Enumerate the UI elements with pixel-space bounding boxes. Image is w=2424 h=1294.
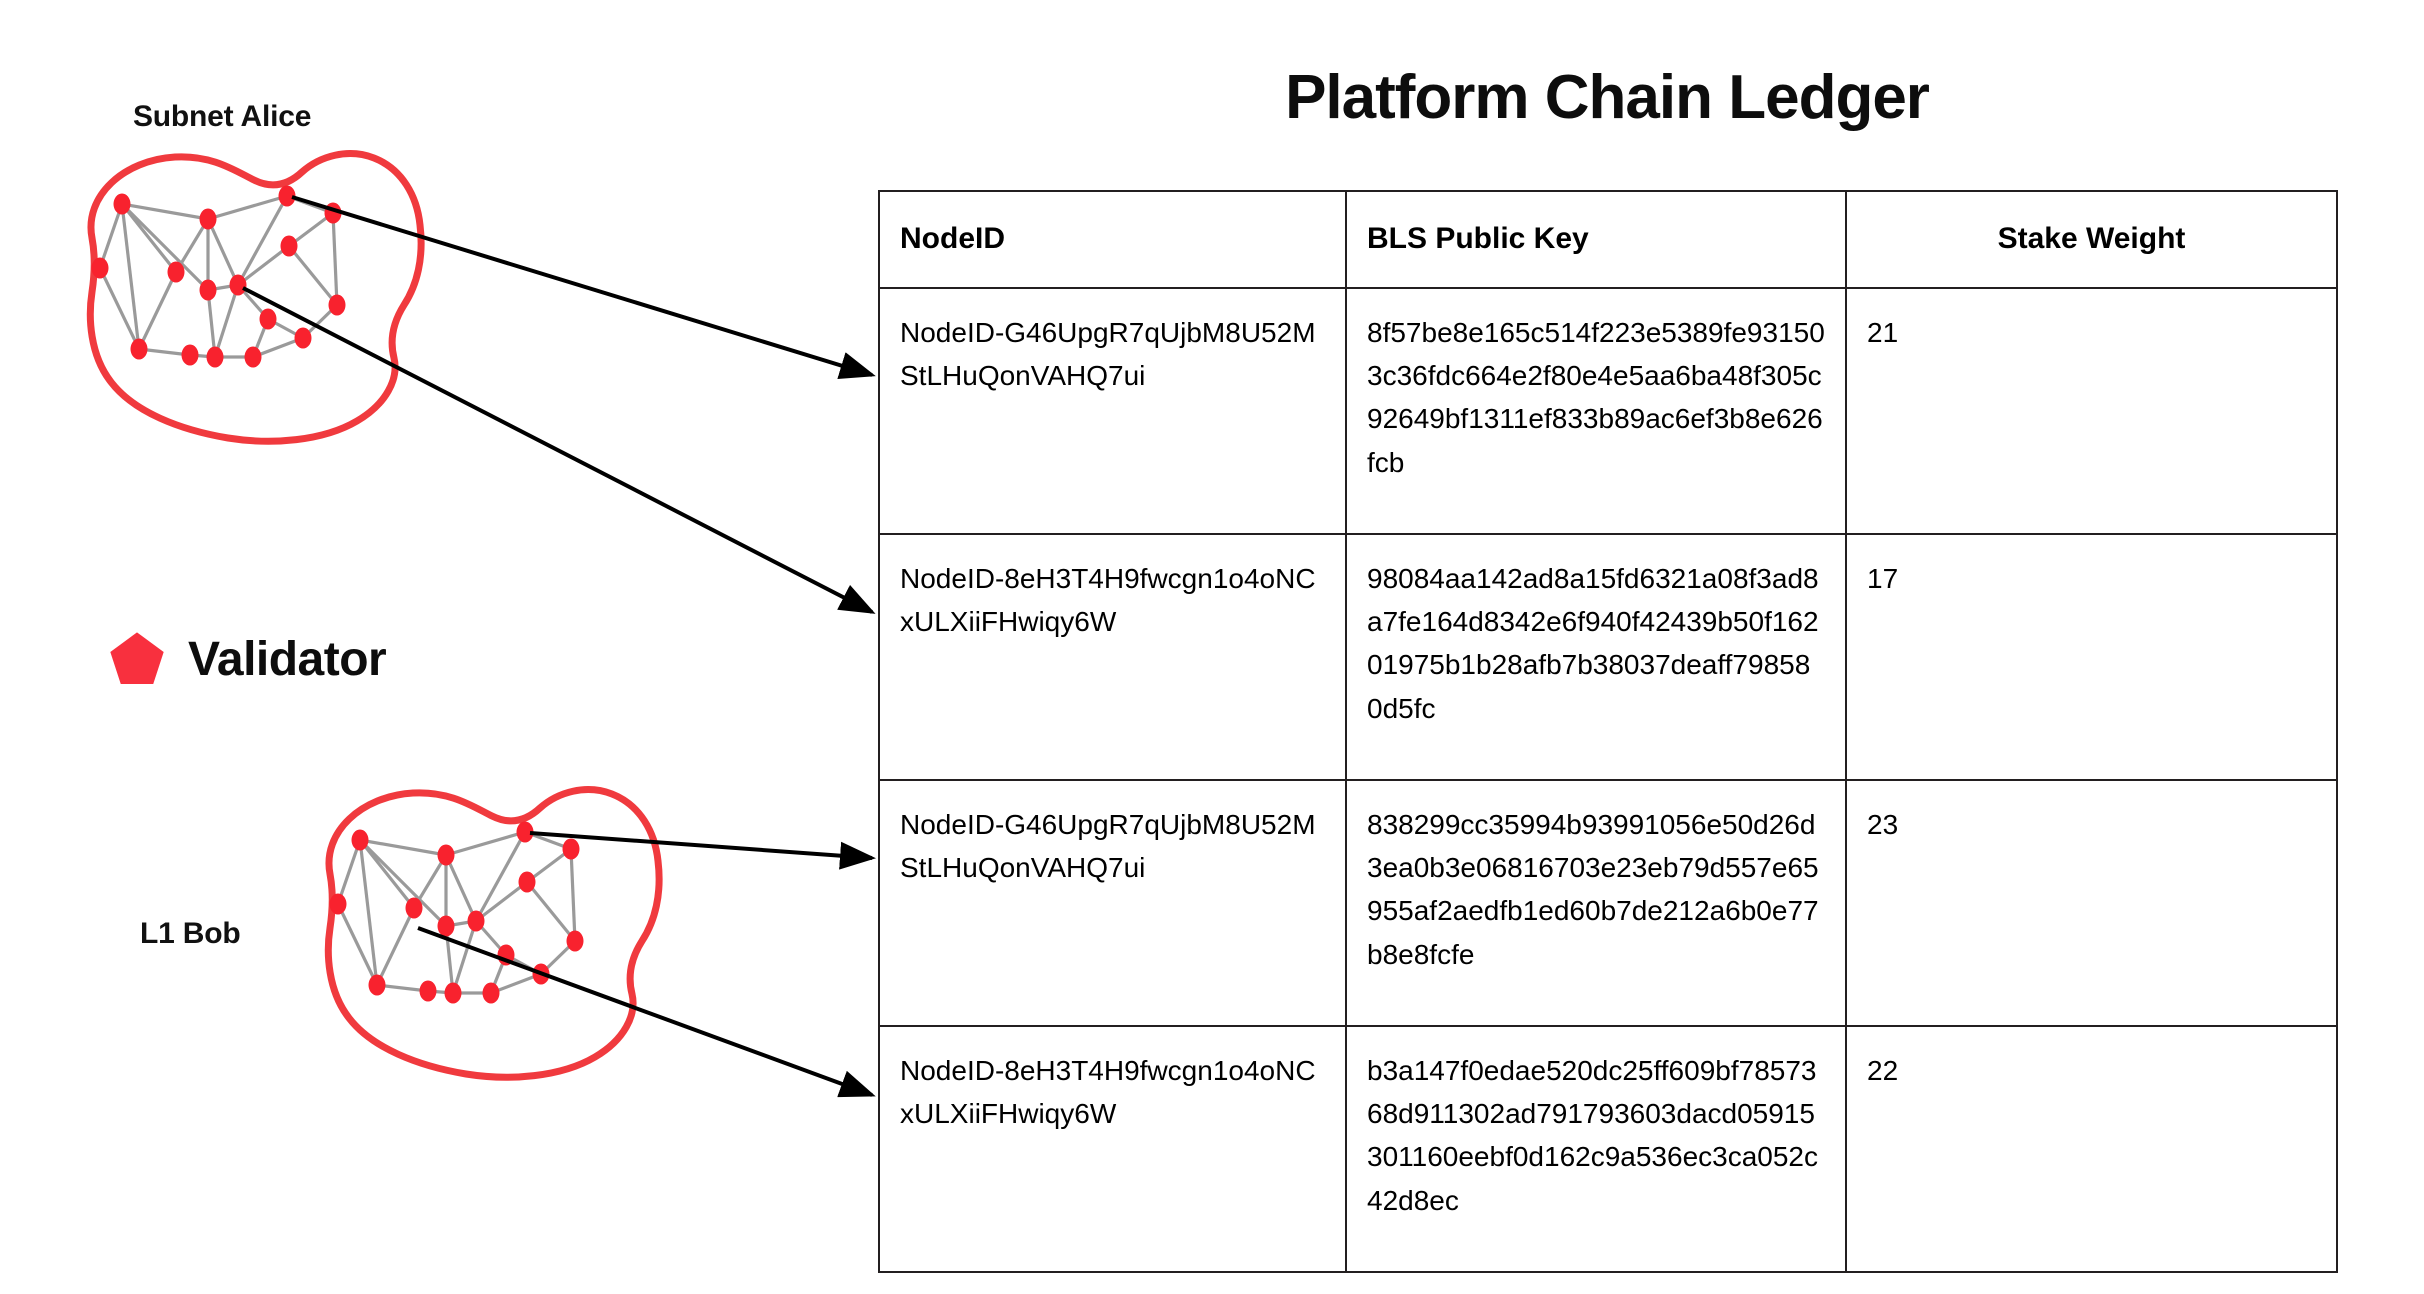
subnet-alice-validator-nodes (91, 185, 346, 368)
platform-chain-ledger-table: NodeID BLS Public Key Stake Weight NodeI… (878, 190, 2338, 1273)
legend-label: Validator (188, 632, 387, 686)
validator-node (167, 261, 185, 283)
cell-bls-public-key: 8f57be8e165c514f223e5389fe931503c36fdc66… (1345, 286, 1847, 535)
validator-node (199, 279, 217, 301)
cell-nodeid: NodeID-8eH3T4H9fwcgn1o4oNCxULXiiFHwiqy6W (878, 532, 1347, 781)
validator-node (437, 844, 455, 866)
validator-node (328, 294, 346, 316)
validator-node (351, 829, 369, 851)
arrow-alice-to-row2 (242, 286, 876, 614)
network-diagram-panel: Subnet Alice L1 Bob Validator (0, 0, 880, 1294)
cluster-label-l1-bob: L1 Bob (140, 917, 241, 950)
cell-bls-public-key: 838299cc35994b93991056e50d26d3ea0b3e0681… (1345, 778, 1847, 1027)
validator-node (113, 193, 131, 215)
cell-nodeid: NodeID-G46UpgR7qUjbM8U52MStLHuQonVAHQ7ui (878, 778, 1347, 1027)
validator-node (329, 893, 347, 915)
arrow-bob-to-row3 (529, 831, 876, 870)
validator-node (181, 344, 199, 366)
validator-node (562, 838, 580, 860)
page-title: Platform Chain Ledger (1285, 63, 1930, 132)
cell-stake-weight: 21 (1845, 286, 2338, 535)
validator-node (294, 327, 312, 349)
validator-node (368, 974, 386, 996)
table-header-row: NodeID BLS Public Key Stake Weight (878, 190, 2338, 289)
cell-nodeid: NodeID-8eH3T4H9fwcgn1o4oNCxULXiiFHwiqy6W (878, 1024, 1347, 1273)
cell-stake-weight: 17 (1845, 532, 2338, 781)
validator-node (482, 982, 500, 1004)
validator-node (229, 274, 247, 296)
validator-node (199, 208, 217, 230)
table-row: NodeID-G46UpgR7qUjbM8U52MStLHuQonVAHQ7ui… (878, 778, 2338, 1027)
validator-node (518, 871, 536, 893)
column-header-nodeid: NodeID (878, 190, 1347, 289)
l1-bob-edges (336, 830, 577, 995)
table-row: NodeID-8eH3T4H9fwcgn1o4oNCxULXiiFHwiqy6W… (878, 1024, 2338, 1273)
cluster-subnet-alice (86, 150, 425, 445)
arrow-alice-to-row1 (291, 195, 876, 379)
validator-node (91, 257, 109, 279)
cluster-label-subnet-alice: Subnet Alice (133, 100, 312, 133)
validator-node (278, 185, 296, 207)
subnet-alice-boundary (86, 150, 425, 445)
pentagon-icon (110, 632, 164, 684)
column-header-bls-public-key: BLS Public Key (1345, 190, 1847, 289)
network-graph-svg (86, 150, 876, 1098)
validator-node (259, 308, 277, 330)
arrow-bob-to-row4 (417, 926, 876, 1098)
column-header-stake-weight: Stake Weight (1845, 190, 2338, 289)
validator-node (419, 980, 437, 1002)
l1-bob-boundary (324, 786, 663, 1081)
legend: Validator (108, 630, 387, 688)
cell-stake-weight: 23 (1845, 778, 2338, 1027)
cell-nodeid: NodeID-G46UpgR7qUjbM8U52MStLHuQonVAHQ7ui (878, 286, 1347, 535)
validator-node (467, 910, 485, 932)
cell-stake-weight: 22 (1845, 1024, 2338, 1273)
validator-node (566, 930, 584, 952)
validator-node (280, 235, 298, 257)
validator-node (437, 915, 455, 937)
validator-node (405, 897, 423, 919)
table-row: NodeID-G46UpgR7qUjbM8U52MStLHuQonVAHQ7ui… (878, 286, 2338, 535)
cell-bls-public-key: 98084aa142ad8a15fd6321a08f3ad8a7fe164d83… (1345, 532, 1847, 781)
cell-bls-public-key: b3a147f0edae520dc25ff609bf7857368d911302… (1345, 1024, 1847, 1273)
cluster-l1-bob (324, 786, 663, 1081)
validator-node (206, 346, 224, 368)
validator-node (516, 821, 534, 843)
l1-bob-validator-nodes (329, 821, 584, 1004)
validator-node (130, 338, 148, 360)
validator-node (244, 346, 262, 368)
table-row: NodeID-8eH3T4H9fwcgn1o4oNCxULXiiFHwiqy6W… (878, 532, 2338, 781)
validator-node (444, 982, 462, 1004)
